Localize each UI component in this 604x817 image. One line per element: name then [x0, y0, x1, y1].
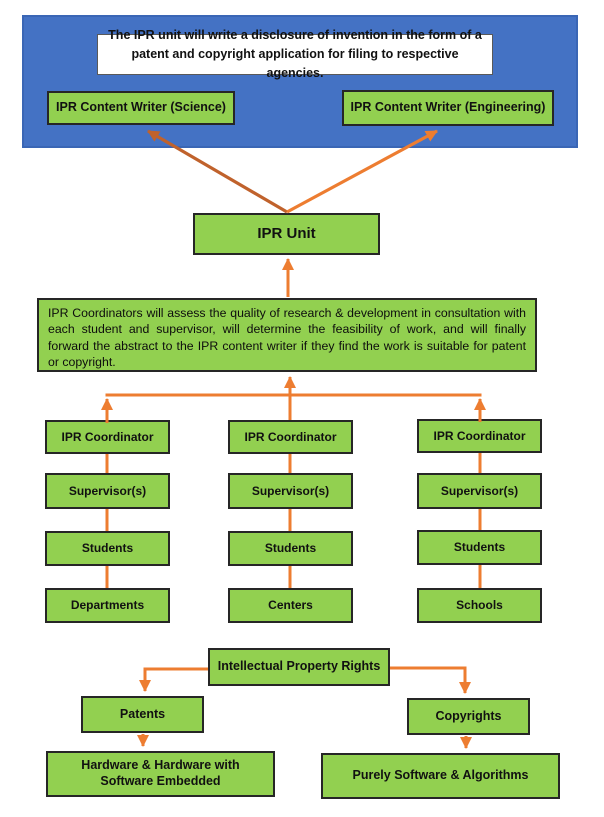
box-purely-software-algorithms: Purely Software & Algorithms	[321, 753, 560, 799]
box-col3-supervisors: Supervisor(s)	[417, 473, 542, 509]
box-copyrights: Copyrights	[407, 698, 530, 735]
box-col1-students: Students	[45, 531, 170, 566]
box-intellectual-property-rights: Intellectual Property Rights	[208, 648, 390, 686]
box-col1-ipr-coordinator: IPR Coordinator	[45, 420, 170, 454]
box-col2-students: Students	[228, 531, 353, 566]
arrow-iprr-to-copyrights	[390, 666, 471, 694]
box-ipr-content-writer-science: IPR Content Writer (Science)	[47, 91, 235, 125]
box-col3-ipr-coordinator: IPR Coordinator	[417, 419, 542, 453]
box-col1-departments: Departments	[45, 588, 170, 623]
box-ipr-content-writer-engineering: IPR Content Writer (Engineering)	[342, 90, 554, 126]
box-col2-ipr-coordinator: IPR Coordinator	[228, 420, 353, 454]
box-col1-supervisors: Supervisor(s)	[45, 473, 170, 509]
box-col2-supervisors: Supervisor(s)	[228, 473, 353, 509]
box-col2-centers: Centers	[228, 588, 353, 623]
arrow-iprr-to-patents	[139, 667, 208, 692]
box-hardware-embedded: Hardware & Hardware with Software Embedd…	[46, 751, 275, 797]
box-col3-schools: Schools	[417, 588, 542, 623]
ipr-unit-note-box: The IPR unit will write a disclosure of …	[97, 28, 493, 80]
box-ipr-unit: IPR Unit	[193, 213, 380, 255]
coordinator-note-box: IPR Coordinators will assess the quality…	[37, 298, 537, 372]
box-patents: Patents	[81, 696, 204, 733]
box-col3-students: Students	[417, 530, 542, 565]
